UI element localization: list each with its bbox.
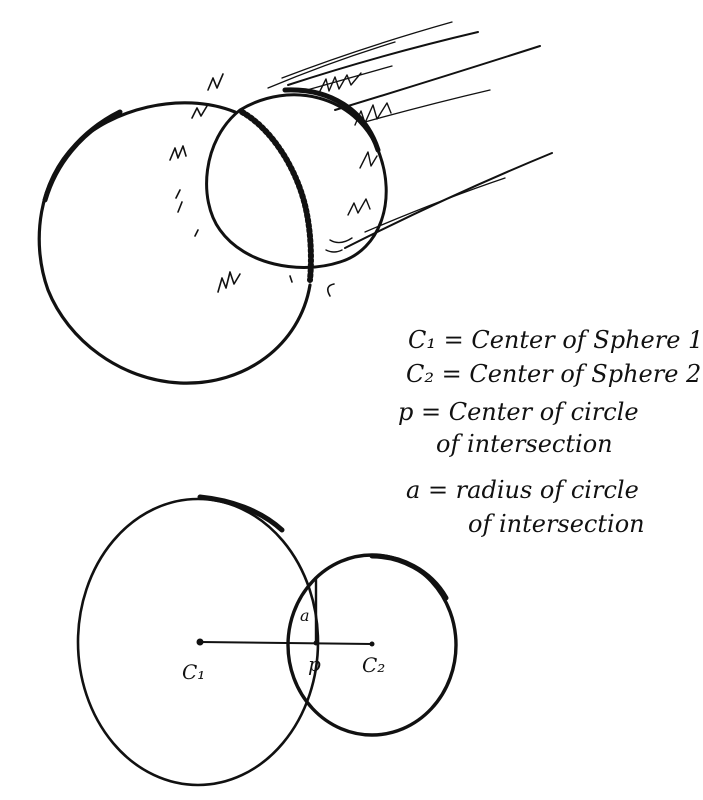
circle-1-highlight [197, 494, 285, 533]
sphere-1-highlight [42, 109, 123, 203]
sphere-sketch [37, 21, 553, 385]
intersection-diagram [76, 494, 458, 787]
center-line [199, 641, 373, 645]
circle-2-highlight [369, 553, 449, 601]
legend-p-cont: of intersection [436, 430, 613, 458]
decorative-marks [169, 73, 335, 297]
c2-point [369, 641, 375, 647]
legend-a: a = radius of circle [406, 476, 639, 504]
diagram-canvas [37, 21, 553, 787]
sphere-2-highlight [282, 87, 381, 153]
intersection-band [239, 109, 314, 283]
legend-c2: C₂ = Center of Sphere 2 [406, 360, 702, 388]
legend-c1: C₁ = Center of Sphere 1 [408, 326, 703, 354]
label-p: p [308, 652, 321, 676]
motion-streaks [267, 21, 553, 249]
scribble-marks [317, 72, 392, 253]
label-a: a [300, 606, 310, 625]
p-point [313, 640, 319, 646]
c1-point [196, 638, 204, 646]
label-c1: C₁ [182, 660, 206, 684]
legend-a-cont: of intersection [468, 510, 645, 538]
sphere-1-outline [37, 101, 312, 385]
sphere-2-outline [205, 93, 388, 269]
label-c2: C₂ [362, 653, 386, 677]
legend-p: p = Center of circle [398, 398, 639, 426]
